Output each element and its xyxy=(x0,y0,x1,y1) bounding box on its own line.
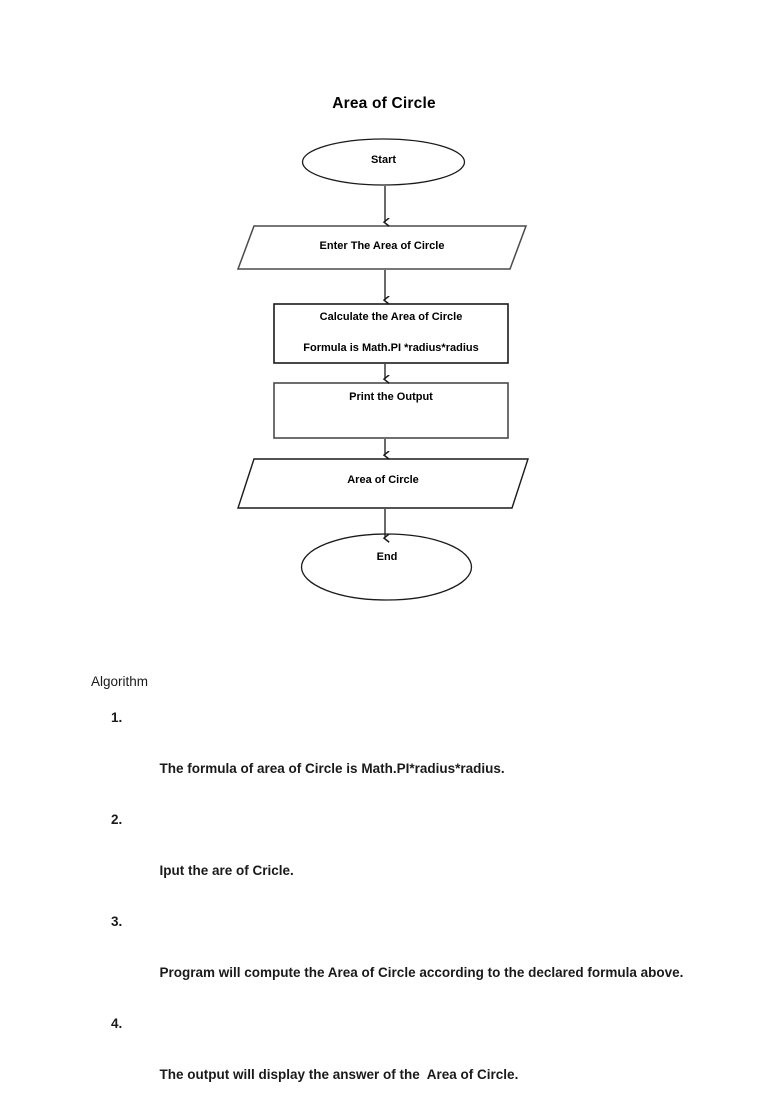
list-item-text: Iput the are of Cricle. xyxy=(159,863,294,878)
list-item-number: 2. xyxy=(111,812,123,827)
flow-node-calculate xyxy=(273,303,509,364)
flow-node-input xyxy=(236,225,528,270)
flow-node-end xyxy=(300,533,473,601)
flow-label-output: Area of Circle xyxy=(347,474,419,486)
flowchart-diagram: Start Enter The Area of Circle Calculate… xyxy=(236,138,529,601)
algorithm-list: 1. The formula of area of Circle is Math… xyxy=(95,705,705,1113)
flow-label-calculate-line1: Calculate the Area of Circle xyxy=(319,311,463,323)
list-item-number: 3. xyxy=(111,914,123,929)
list-item-text: Program will compute the Area of Circle … xyxy=(159,965,684,980)
algorithm-heading: Algorithm xyxy=(91,674,149,689)
flow-node-output xyxy=(237,458,529,509)
page-title: Area of Circle xyxy=(332,95,436,112)
flow-node-start xyxy=(301,138,466,186)
list-item: 4. The output will display the answer of… xyxy=(95,1011,705,1113)
flow-node-print xyxy=(273,382,509,439)
list-item: 1. The formula of area of Circle is Math… xyxy=(95,705,705,807)
flow-label-input: Enter The Area of Circle xyxy=(319,240,445,252)
list-item: 3. Program will compute the Area of Circ… xyxy=(95,909,705,1011)
document-page: Area of Circle xyxy=(91,95,684,1082)
flow-label-start: Start xyxy=(370,154,397,166)
flow-label-end: End xyxy=(376,551,398,563)
list-item-number: 1. xyxy=(111,710,123,725)
flow-label-print: Print the Output xyxy=(349,391,433,403)
list-item-text: The output will display the answer of th… xyxy=(159,1067,519,1082)
list-item-text: The formula of area of Circle is Math.PI… xyxy=(159,761,505,776)
list-item: 2. Iput the are of Cricle. xyxy=(95,807,705,909)
flow-label-calculate-line2: Formula is Math.PI *radius*radius xyxy=(303,342,479,354)
